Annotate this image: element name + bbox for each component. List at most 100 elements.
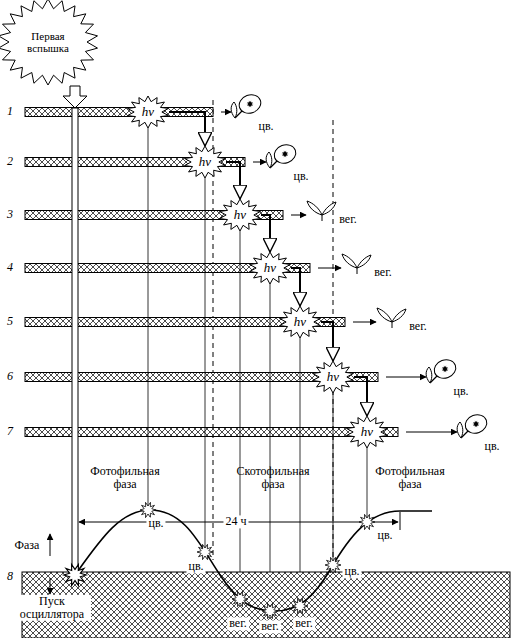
row-number: 6	[7, 370, 13, 383]
burst-outline	[313, 361, 354, 393]
leaves-icon	[377, 308, 406, 328]
result-arrow	[291, 215, 306, 216]
burst-outline	[347, 416, 388, 448]
dark-period-bar	[25, 108, 213, 117]
flower-icon	[231, 92, 263, 118]
flash-burst: hν	[279, 306, 321, 338]
row-number: 2	[7, 155, 13, 168]
result-label: цв.	[453, 385, 468, 398]
period-label: 24 ч	[223, 515, 248, 528]
curve-flash	[140, 502, 156, 517]
flower-icon	[457, 412, 489, 438]
result-arrow	[386, 377, 426, 378]
flash-burst: hν	[346, 416, 388, 448]
curve-label: вег.	[293, 617, 315, 630]
row-number: 3	[7, 208, 13, 221]
axis-arrow	[50, 578, 51, 594]
phase-label: Фотофильная фаза	[365, 465, 455, 491]
period-tick	[400, 512, 401, 530]
flash-burst: hν	[219, 199, 261, 231]
flash-burst: hν	[184, 146, 226, 178]
node-text: hν	[264, 261, 276, 275]
curve-label: цв.	[342, 565, 361, 578]
drop-line	[240, 231, 241, 599]
flash-burst: hν	[127, 96, 169, 128]
curve-label: вег.	[259, 620, 281, 633]
result-arrow	[406, 432, 457, 433]
curve-flash	[197, 544, 213, 559]
oscillator-start-flash	[64, 564, 86, 585]
burst-outline	[0, 0, 97, 85]
result-label: вег.	[374, 266, 392, 279]
burst-outline	[128, 96, 169, 128]
flash-sequence-arrow	[261, 215, 270, 252]
flower-icon	[426, 357, 458, 383]
node-text: hν	[199, 155, 211, 169]
node-text: hν	[327, 370, 339, 384]
flash-sequence-arrow	[291, 268, 300, 306]
start-line	[72, 108, 78, 570]
curve-flash	[262, 603, 278, 618]
axis-label: Фаза	[15, 539, 40, 552]
node-text: hν	[361, 425, 373, 439]
curve-flash	[325, 557, 341, 572]
row-number: 1	[7, 105, 13, 118]
burst-outline	[280, 306, 321, 338]
result-label: вег.	[409, 320, 427, 333]
drop-line	[270, 284, 271, 611]
node-text: hν	[142, 105, 154, 119]
dark-period-bar	[25, 428, 398, 437]
flash-burst: hν	[249, 252, 291, 284]
result-label: вег.	[339, 213, 357, 226]
drop-line	[148, 128, 367, 611]
flash-sequence-arrow	[226, 162, 240, 199]
row-number: 5	[7, 315, 13, 328]
drop-line	[367, 448, 368, 522]
row-number: 4	[7, 261, 13, 274]
burst-outline	[185, 146, 226, 178]
result-arrow	[253, 162, 266, 163]
drop-line	[148, 128, 149, 510]
curve-flash	[292, 598, 308, 613]
flash-burst: hν	[312, 361, 354, 393]
flower-icon	[266, 142, 298, 168]
rhythm-curve	[75, 510, 432, 611]
flash-sequence-arrow	[169, 112, 205, 146]
hatched-area	[22, 572, 510, 638]
hollow-arrow	[63, 86, 87, 108]
curve-flash	[64, 502, 375, 618]
burst-outline	[250, 252, 291, 284]
result-arrow	[221, 112, 457, 432]
curve-label: цв.	[375, 529, 394, 542]
row-number: 7	[7, 425, 13, 438]
first-flash-burst: Первая вспышка	[0, 0, 98, 85]
result-arrow	[353, 322, 376, 323]
result-arrow	[221, 112, 231, 113]
curve-label: цв.	[186, 560, 205, 573]
phase-label: Фотофильная фаза	[80, 465, 170, 491]
curve-flash	[359, 514, 375, 529]
drop-line	[205, 178, 206, 552]
curve-flash	[232, 591, 248, 606]
node-text: Первая вспышка	[19, 30, 77, 54]
axis-arrow	[50, 534, 51, 556]
result-label: цв.	[484, 440, 499, 453]
leaves-icon	[342, 254, 371, 274]
flash-sequence-arrow	[321, 322, 333, 361]
curve-label: вег.	[227, 617, 249, 630]
phase-label: Скотофильная фаза	[228, 465, 318, 491]
result-label: цв.	[293, 170, 308, 183]
drop-line	[333, 393, 334, 565]
result-arrow	[318, 268, 341, 269]
axis-label: Пуск осциллятора	[13, 595, 91, 621]
leaves-icon	[307, 201, 336, 221]
node-text: hν	[234, 208, 246, 222]
node-text: hν	[294, 315, 306, 329]
result-label: цв.	[258, 120, 273, 133]
dark-period-bar	[25, 108, 398, 437]
